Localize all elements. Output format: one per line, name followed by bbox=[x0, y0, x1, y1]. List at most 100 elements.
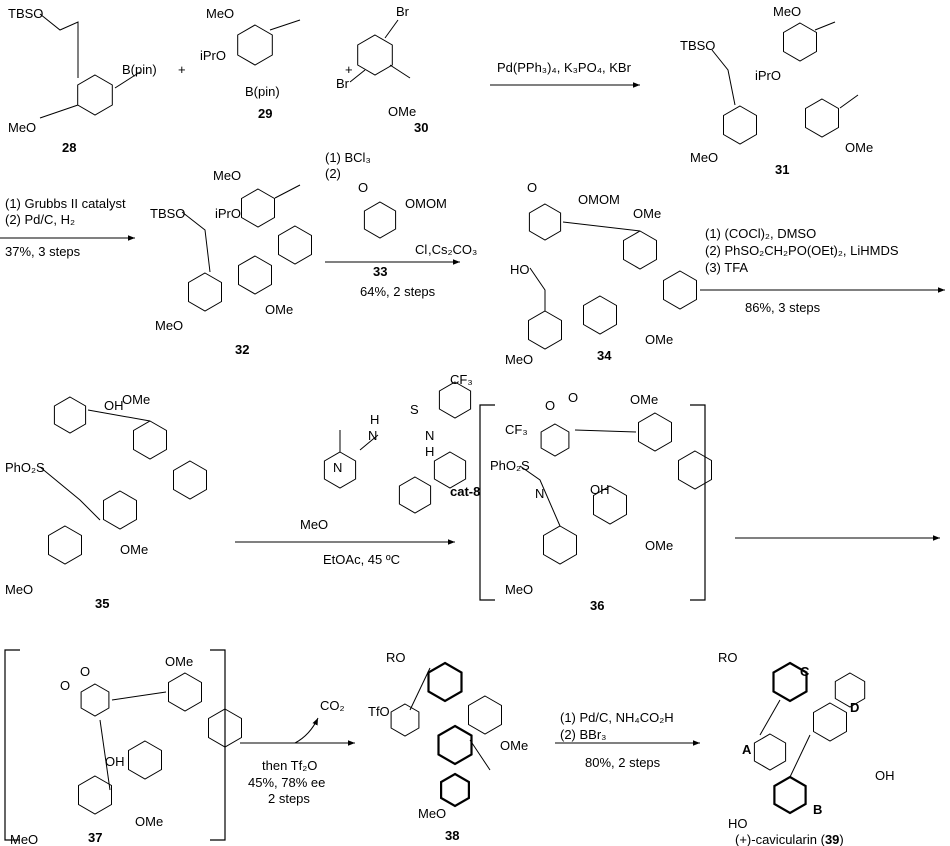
compound-number-33: 33 bbox=[373, 264, 388, 279]
label-o: O bbox=[545, 398, 556, 413]
bond bbox=[389, 64, 411, 79]
product-name-text: (+)-cavicularin ( bbox=[735, 832, 825, 846]
label-ome: OMe bbox=[165, 654, 194, 669]
plus-sign: + bbox=[345, 62, 353, 77]
bond bbox=[789, 734, 811, 778]
label-ome: OMe bbox=[135, 814, 164, 829]
bond bbox=[39, 13, 79, 78]
label-tbso: TBSO bbox=[150, 206, 186, 221]
product-name-close: ) bbox=[839, 832, 844, 846]
bond bbox=[814, 21, 836, 31]
bond bbox=[711, 49, 736, 106]
aromatic-ring bbox=[173, 460, 207, 500]
bond bbox=[359, 434, 379, 451]
aromatic-ring bbox=[398, 476, 432, 514]
label-meo: MeO bbox=[213, 168, 242, 183]
bond bbox=[39, 466, 101, 521]
label-n: N bbox=[333, 460, 343, 475]
compound-number-38: 38 bbox=[445, 828, 460, 843]
bond bbox=[87, 409, 151, 422]
label-n: N bbox=[425, 428, 435, 443]
label-meo: MeO bbox=[505, 352, 534, 367]
label-meo: MeO bbox=[155, 318, 184, 333]
label-meo: MeO bbox=[8, 120, 37, 135]
label-ho: HO bbox=[728, 816, 748, 831]
yield-text: 45%, 78% ee bbox=[248, 775, 326, 790]
label-ro: RO bbox=[386, 650, 406, 665]
reagent-line: (1) BCl₃ bbox=[325, 150, 371, 165]
label-tfo: TfO bbox=[368, 704, 390, 719]
yield-text: 64%, 2 steps bbox=[360, 284, 436, 299]
label-ome: OMe bbox=[845, 140, 874, 155]
label-o: O bbox=[568, 390, 579, 405]
aromatic-ring bbox=[48, 525, 82, 565]
label-h: H bbox=[370, 412, 380, 427]
reagent-line: (2) Pd/C, H₂ bbox=[5, 212, 76, 227]
label-meo: MeO bbox=[206, 6, 235, 21]
aromatic-ring bbox=[237, 24, 273, 66]
label-meo: MeO bbox=[773, 4, 802, 19]
aromatic-ring bbox=[78, 775, 112, 815]
aromatic-ring bbox=[638, 412, 672, 452]
bond bbox=[99, 719, 111, 791]
aromatic-ring bbox=[188, 272, 222, 312]
compound-number-32: 32 bbox=[235, 342, 250, 357]
compound-number-29: 29 bbox=[258, 106, 273, 121]
label-pho2s: PhO₂S bbox=[5, 460, 45, 475]
bond bbox=[274, 184, 301, 199]
co2-release-arrow bbox=[294, 717, 319, 744]
bond bbox=[384, 19, 399, 39]
aromatic-ring bbox=[723, 105, 757, 145]
aromatic-ring bbox=[357, 34, 393, 76]
label-oh: OH bbox=[105, 754, 125, 769]
bond bbox=[839, 94, 859, 109]
reagent-line: (2) bbox=[325, 166, 341, 181]
ring-label-c: C bbox=[800, 664, 810, 679]
bracket bbox=[479, 404, 495, 601]
bond bbox=[574, 429, 637, 433]
label-ho: HO bbox=[510, 262, 530, 277]
label-ome: OMe bbox=[265, 302, 294, 317]
bracket bbox=[4, 649, 20, 841]
compound-number-28: 28 bbox=[62, 140, 77, 155]
aromatic-ring bbox=[53, 396, 87, 434]
label-omom: OMOM bbox=[578, 192, 620, 207]
bond bbox=[114, 71, 141, 89]
aromatic-ring bbox=[528, 310, 562, 350]
aromatic-ring bbox=[168, 672, 202, 712]
label-oh: OH bbox=[590, 482, 610, 497]
compound-number-34: 34 bbox=[597, 348, 612, 363]
reagent-line: then Tf₂O bbox=[262, 758, 318, 773]
product-name: (+)-cavicularin (39) bbox=[735, 832, 844, 846]
label-ome: OMe bbox=[122, 392, 151, 407]
aromatic-ring bbox=[77, 74, 113, 116]
aromatic-ring bbox=[128, 740, 162, 780]
label-meo: MeO bbox=[10, 832, 39, 846]
co2-byproduct: CO₂ bbox=[320, 698, 345, 713]
aromatic-ring bbox=[80, 683, 110, 717]
compound-number-36: 36 bbox=[590, 598, 605, 613]
yield-text: 37%, 3 steps bbox=[5, 244, 81, 259]
aromatic-ring bbox=[103, 490, 137, 530]
label-ome: OMe bbox=[645, 538, 674, 553]
label-ipro: iPrO bbox=[200, 48, 226, 63]
ring-label-a: A bbox=[742, 742, 752, 757]
reagent-line: (2) PhSO₂CH₂PO(OEt)₂, LiHMDS bbox=[705, 243, 899, 258]
reagent-line: (2) BBr₃ bbox=[560, 727, 607, 742]
aromatic-ring bbox=[323, 451, 357, 489]
aromatic-ring bbox=[805, 98, 839, 138]
plus-sign: + bbox=[178, 62, 186, 77]
label-pho2s: PhO₂S bbox=[490, 458, 530, 473]
label-meo: MeO bbox=[300, 517, 329, 532]
aromatic-ring bbox=[813, 702, 847, 742]
aromatic-ring bbox=[593, 485, 627, 525]
label-ome: OMe bbox=[633, 206, 662, 221]
aromatic-ring bbox=[783, 22, 817, 62]
label-ome: OMe bbox=[630, 392, 659, 407]
label-bpin: B(pin) bbox=[245, 84, 280, 99]
bond bbox=[269, 19, 301, 31]
label-br: Br bbox=[396, 4, 409, 19]
label-o: O bbox=[358, 180, 369, 195]
